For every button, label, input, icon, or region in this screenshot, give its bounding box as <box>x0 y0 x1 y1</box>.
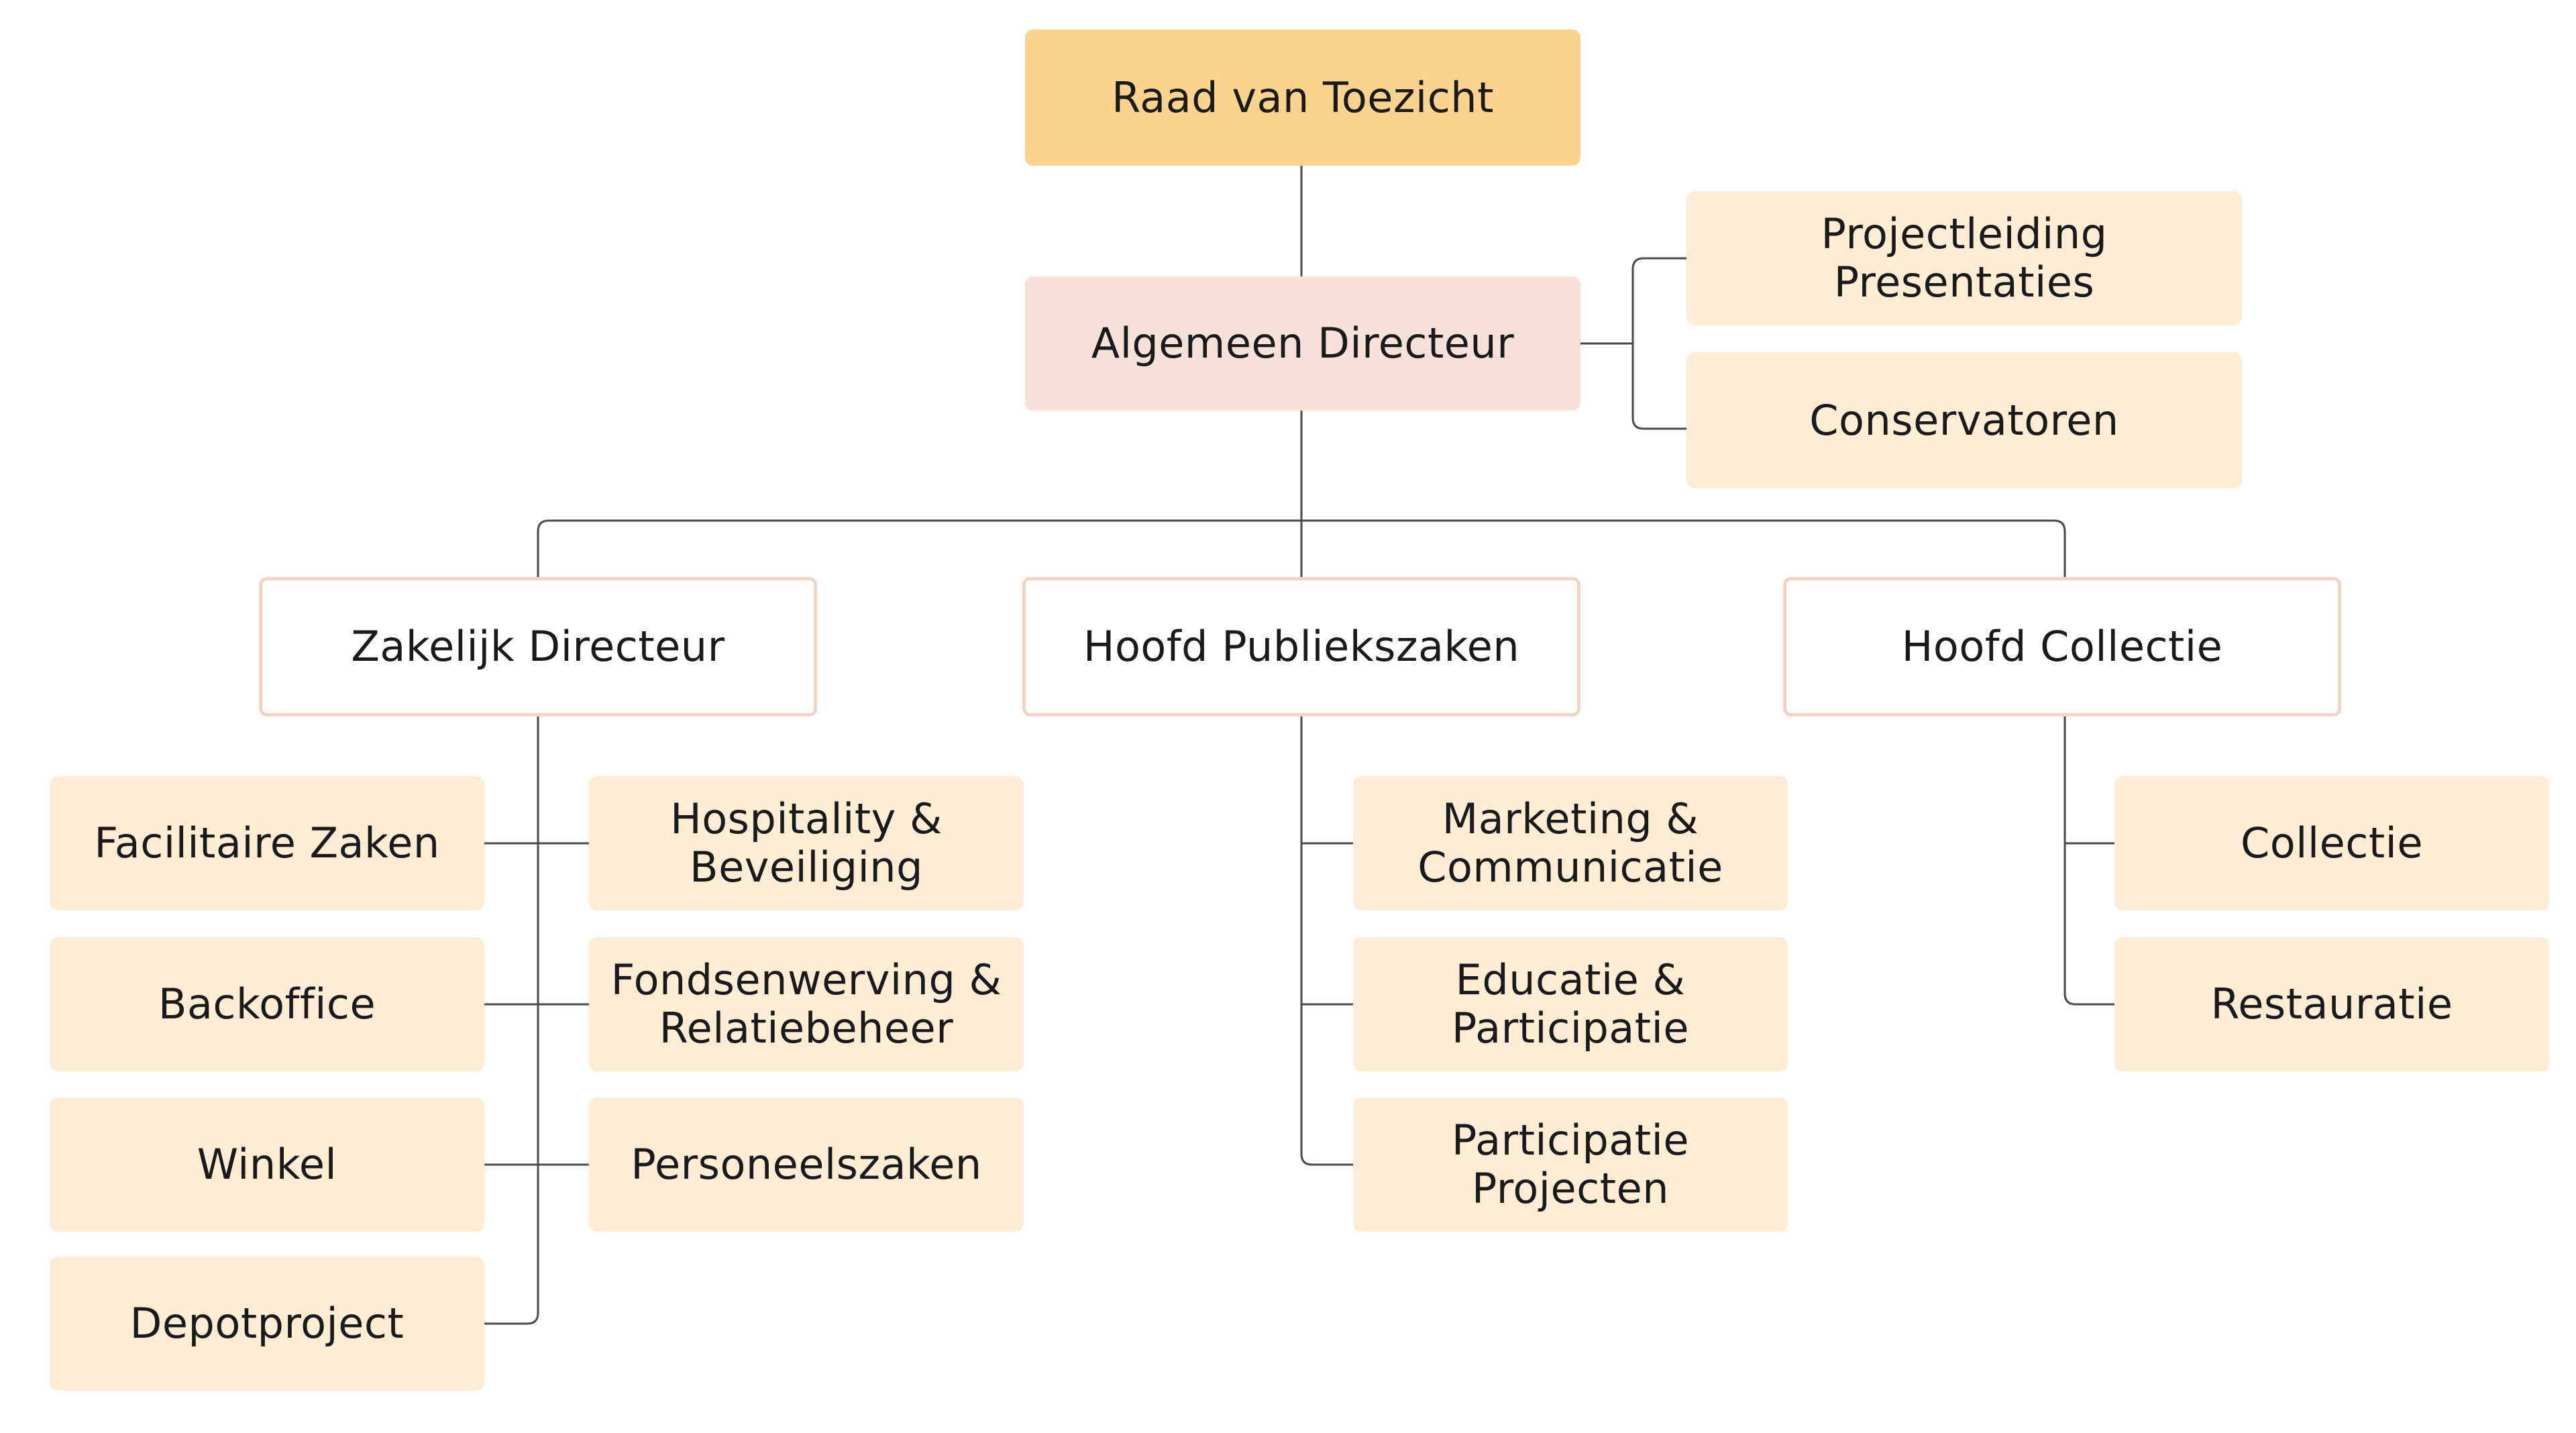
node-label: Facilitaire Zaken <box>94 818 440 867</box>
node-label: Personeelszaken <box>631 1140 982 1189</box>
node-label: Winkel <box>197 1140 337 1189</box>
node-personeelszaken: Personeelszaken <box>589 1098 1024 1232</box>
node-educatie-participatie: Educatie & Participatie <box>1353 937 1788 1071</box>
node-label: Participatie Projecten <box>1452 1116 1689 1213</box>
node-projectleiding-presentaties: Projectleiding Presentaties <box>1686 191 2242 325</box>
node-hoofd-publiekszaken: Hoofd Publiekszaken <box>1022 577 1580 716</box>
node-backoffice: Backoffice <box>50 937 484 1071</box>
node-label: Restauratie <box>2210 979 2453 1028</box>
connector-collectie-trunk <box>2063 716 2114 1006</box>
node-depotproject: Depotproject <box>50 1257 484 1391</box>
node-label: Algemeen Directeur <box>1091 319 1515 368</box>
node-label: Raad van Toezicht <box>1112 72 1494 122</box>
connector-zakelijk-trunk <box>484 716 539 1325</box>
node-participatie-projecten: Participatie Projecten <box>1353 1098 1788 1232</box>
node-label: Hospitality & Beveiliging <box>670 794 943 892</box>
node-winkel: Winkel <box>50 1098 484 1232</box>
node-label: Hoofd Publiekszaken <box>1083 622 1520 671</box>
node-label: Marketing & Communicatie <box>1417 794 1723 892</box>
node-hoofd-collectie: Hoofd Collectie <box>1783 577 2341 716</box>
node-label: Fondsenwerving & Relatiebeheer <box>610 955 1002 1053</box>
node-marketing-communicatie: Marketing & Communicatie <box>1353 776 1788 910</box>
node-label: Educatie & Participatie <box>1452 955 1689 1053</box>
node-hospitality-beveiliging: Hospitality & Beveiliging <box>589 776 1024 910</box>
node-restauratie: Restauratie <box>2114 937 2549 1071</box>
connector-publiekszaken-trunk <box>1300 716 1353 1166</box>
node-algemeen-directeur: Algemeen Directeur <box>1025 276 1580 411</box>
node-label: Zakelijk Directeur <box>351 622 725 671</box>
node-label: Conservatoren <box>1809 395 2119 445</box>
connector-heads-bus <box>537 519 2066 577</box>
node-label: Projectleiding Presentaties <box>1821 209 2108 307</box>
node-label: Collectie <box>2240 818 2424 867</box>
node-collectie: Collectie <box>2114 776 2549 910</box>
node-label: Hoofd Collectie <box>1901 622 2223 671</box>
node-zakelijk-directeur: Zakelijk Directeur <box>259 577 817 716</box>
node-raad-van-toezicht: Raad van Toezicht <box>1025 30 1580 166</box>
node-fondsenwerving-relatiebeheer: Fondsenwerving & Relatiebeheer <box>589 937 1024 1071</box>
node-facilitaire-zaken: Facilitaire Zaken <box>50 776 484 910</box>
node-label: Backoffice <box>158 979 376 1028</box>
node-label: Depotproject <box>129 1299 405 1348</box>
node-conservatoren: Conservatoren <box>1686 352 2242 488</box>
connector-staff-projectleiding <box>1631 257 1686 430</box>
